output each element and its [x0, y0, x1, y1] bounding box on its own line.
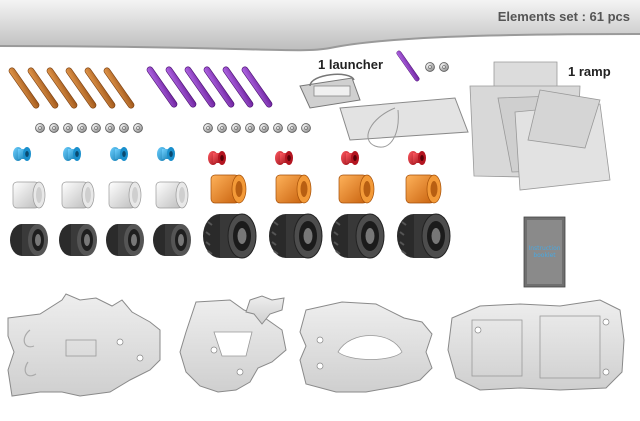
- ramp-label: 1 ramp: [568, 64, 611, 79]
- bearing-balls-right: [203, 123, 311, 133]
- launcher-balls: [425, 62, 449, 72]
- blue-caps: [13, 147, 175, 161]
- launcher: [299, 73, 469, 148]
- big-tires: [202, 213, 451, 259]
- chassis-panel-1: [7, 293, 161, 397]
- purple-rods: [145, 65, 274, 109]
- white-rings: [12, 181, 189, 209]
- page-title: Elements set : 61 pcs: [497, 9, 630, 24]
- ramp: [469, 61, 611, 191]
- booklet-label: Instruction booklet: [528, 245, 561, 259]
- brown-rods: [7, 66, 136, 110]
- orange-rings: [210, 174, 442, 204]
- header-banner: [0, 0, 640, 52]
- red-caps: [208, 151, 426, 165]
- chassis-panel-4: [447, 299, 625, 391]
- chassis-panel-3: [299, 301, 433, 393]
- small-tires: [10, 224, 191, 256]
- instruction-booklet: [523, 216, 566, 288]
- chassis-panel-2: [179, 295, 287, 393]
- single-purple-rod: [395, 49, 421, 83]
- bearing-balls-left: [35, 123, 143, 133]
- launcher-label: 1 launcher: [318, 57, 384, 72]
